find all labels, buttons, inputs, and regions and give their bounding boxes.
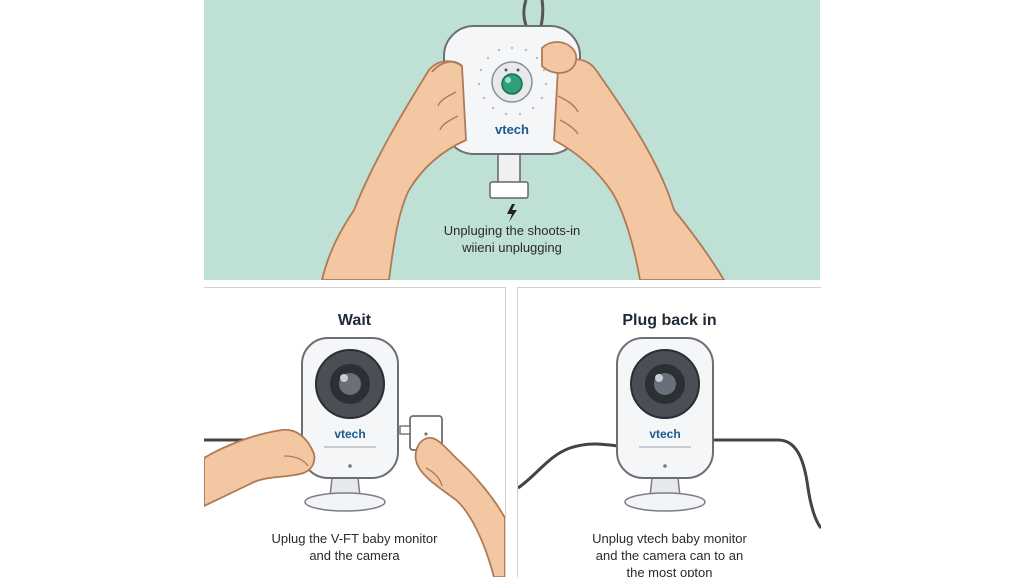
wait-camera-illustration: vtech (204, 337, 505, 577)
plug-back-in-camera-illustration: vtech (518, 337, 821, 529)
top-illustration-panel: vtech Unpluging the shoots-in wiieni unp… (204, 0, 820, 280)
wait-title: Wait (337, 312, 372, 329)
status-led (501, 73, 523, 95)
right-hand (414, 436, 505, 577)
plug-back-in-title: Plug back in (622, 312, 717, 329)
right-hand (553, 58, 726, 280)
unplug-hub-illustration: vtech (321, 0, 726, 280)
top-caption: Unpluging the shoots-in wiieni unpluggin… (443, 223, 581, 255)
speaker-dots (477, 46, 548, 116)
left-hand (321, 60, 467, 280)
lightning-bolt-icon (507, 204, 517, 222)
camera-brand-logo: vtech (649, 427, 680, 441)
hub-brand-logo: vtech (495, 122, 529, 137)
left-hand (204, 428, 316, 507)
camera-brand-logo: vtech (334, 427, 365, 441)
plug-back-in-caption: Unplug vtech baby monitor and the camera… (592, 531, 747, 577)
plug-back-in-panel: Plug back in vtech Unplug vtech baby mon… (517, 287, 821, 577)
wait-caption: Uplug the V-FT baby monitor and the came… (271, 531, 438, 563)
wait-panel: Wait vtech Uplug the V-FT baby monitor a… (204, 287, 506, 577)
